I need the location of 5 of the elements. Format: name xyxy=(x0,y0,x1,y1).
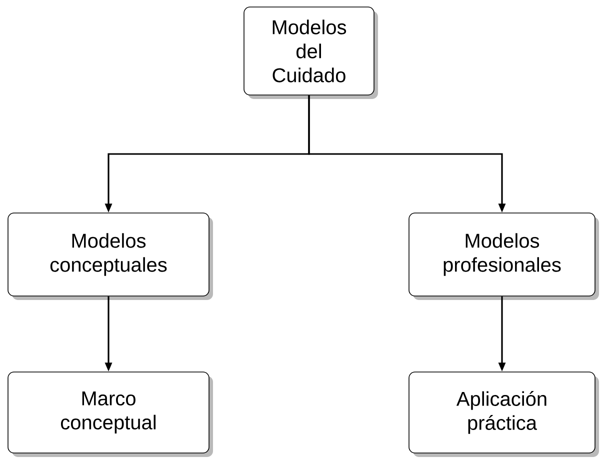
box: Aplicación práctica xyxy=(408,372,599,457)
box: Modelos del Cuidado xyxy=(244,6,378,99)
box: Modelos conceptuales xyxy=(8,212,213,300)
box: Marco conceptual xyxy=(8,372,213,457)
box: Modelos profesionales xyxy=(408,212,599,300)
